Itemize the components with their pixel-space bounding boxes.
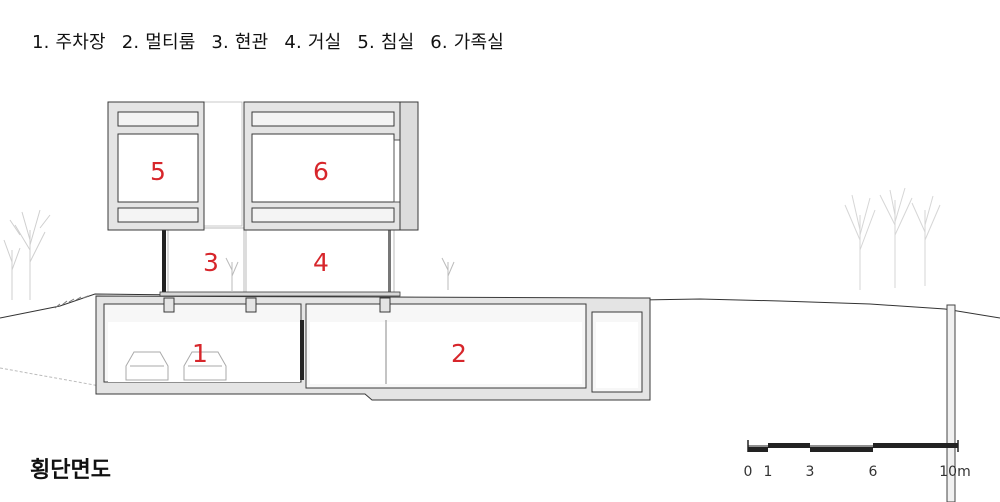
ground-slab bbox=[159, 291, 401, 297]
basement-beam bbox=[163, 297, 175, 313]
scale-tick-1: 1 bbox=[764, 464, 773, 480]
room-label-2: 2 bbox=[451, 339, 467, 368]
room-label-3: 3 bbox=[203, 248, 219, 277]
plant-icon bbox=[225, 257, 455, 292]
partition-wall bbox=[300, 320, 304, 380]
legend-item-5: 5. 침실 bbox=[357, 32, 415, 53]
family-room-window bbox=[393, 139, 401, 203]
ground-line bbox=[0, 293, 1000, 319]
family-room-space bbox=[251, 133, 395, 203]
side-pit-inner bbox=[596, 322, 638, 388]
tree-left bbox=[3, 209, 51, 300]
room-label-6: 6 bbox=[313, 157, 329, 186]
legend-item-2: 2. 멀티룸 bbox=[121, 32, 196, 53]
room-label-1: 1 bbox=[192, 339, 208, 368]
legend-item-4: 4. 거실 bbox=[284, 32, 342, 53]
room-legend: 1. 주차장 2. 멀티룸 3. 현관 4. 거실 5. 침실 6. 가족실 bbox=[32, 28, 514, 54]
scale-tick-10: 10m bbox=[939, 464, 970, 480]
multiroom-inner bbox=[310, 322, 582, 384]
slope-steps bbox=[54, 295, 89, 309]
scale-tick-3: 3 bbox=[806, 464, 815, 480]
entrance-space bbox=[167, 227, 245, 296]
legend-item-1: 1. 주차장 bbox=[32, 32, 106, 53]
legend-item-6: 6. 가족실 bbox=[430, 32, 505, 53]
car-icon bbox=[125, 351, 227, 381]
basement-beam bbox=[245, 297, 257, 313]
tree-right bbox=[844, 187, 941, 290]
living-space bbox=[245, 227, 395, 296]
stair-void bbox=[203, 101, 243, 227]
basement-beam bbox=[379, 297, 391, 313]
room-label-4: 4 bbox=[313, 248, 329, 277]
family-room-floor bbox=[251, 207, 395, 223]
scale-tick-0: 0 bbox=[744, 464, 753, 480]
bedroom-space bbox=[117, 133, 199, 203]
scale-bar bbox=[747, 440, 959, 452]
bedroom-ceiling bbox=[117, 111, 199, 127]
room-label-5: 5 bbox=[150, 157, 166, 186]
family-room-facade bbox=[399, 101, 419, 231]
excavation-line bbox=[0, 367, 101, 387]
bedroom-floor bbox=[117, 207, 199, 223]
family-room-ceiling bbox=[251, 111, 395, 127]
scale-tick-6: 6 bbox=[869, 464, 878, 480]
drawing-title: 횡단면도 bbox=[30, 458, 111, 483]
living-glass bbox=[388, 228, 391, 294]
entrance-column bbox=[162, 222, 166, 294]
legend-item-3: 3. 현관 bbox=[211, 32, 269, 53]
retaining-wall bbox=[946, 304, 956, 502]
